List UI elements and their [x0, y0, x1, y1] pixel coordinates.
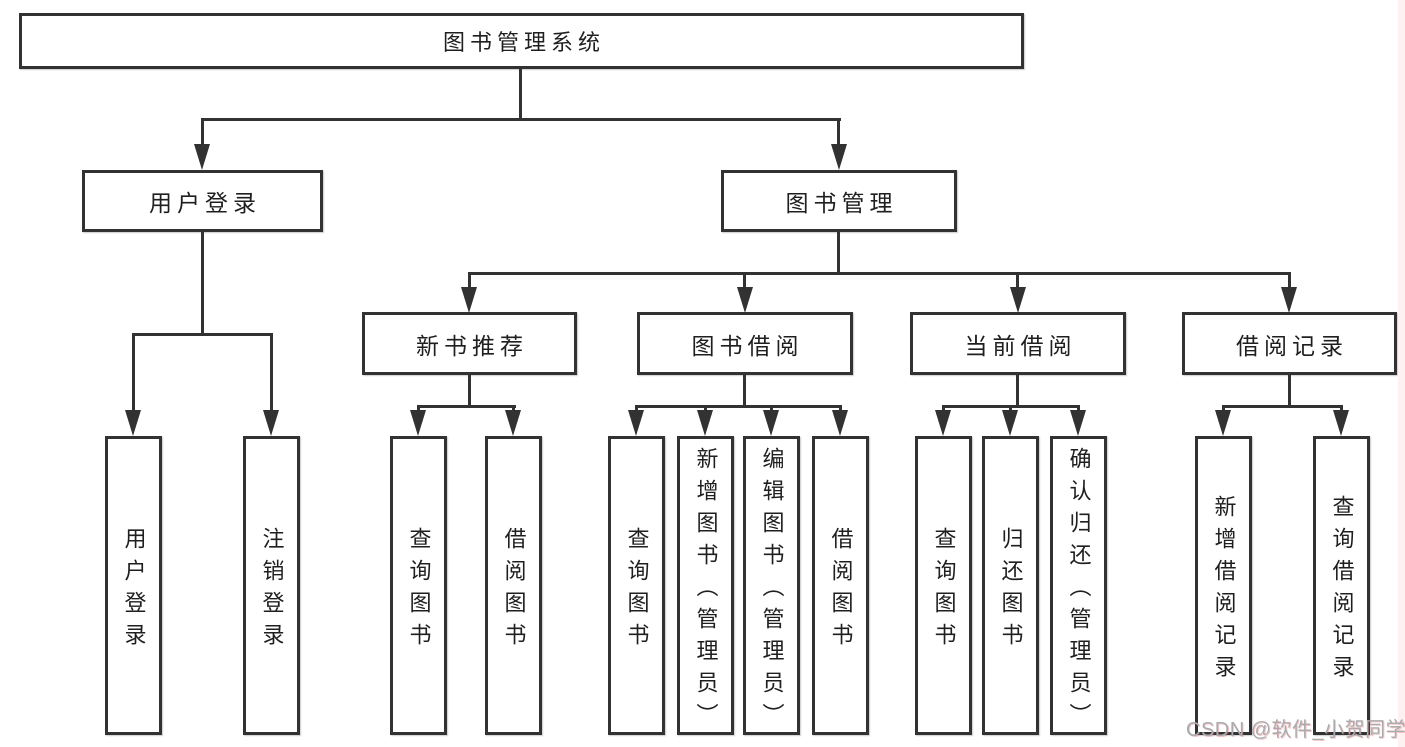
leaf-records-query-record: 查询借阅记录 — [1313, 436, 1370, 735]
arrow-down-icon — [461, 287, 477, 313]
arrow-down-icon — [1070, 410, 1086, 436]
node-label: 编辑图书（管理员） — [759, 446, 785, 735]
arrow-down-icon — [737, 287, 753, 313]
arrow-down-icon — [935, 410, 951, 436]
node-label: 新增图书（管理员） — [693, 446, 719, 735]
node-label: 归还图书 — [998, 526, 1024, 655]
connector-stub — [704, 405, 707, 411]
connector-split — [417, 405, 516, 408]
node-label: 图书管理系统 — [442, 30, 605, 55]
node-label: 图书借阅 — [691, 332, 804, 359]
right-edge-tint — [1398, 0, 1405, 747]
arrow-down-icon — [1281, 287, 1297, 313]
connector-stub — [1222, 405, 1225, 411]
leaf-newbook-query-book: 查询图书 — [390, 436, 447, 735]
node-label: 确认归还（管理员） — [1066, 446, 1092, 735]
node-user-login: 用户登录 — [82, 170, 323, 232]
node-label: 查询借阅记录 — [1329, 494, 1355, 687]
arrow-down-icon — [1333, 410, 1349, 436]
node-book-borrowing: 图书借阅 — [637, 312, 853, 375]
arrow-down-icon — [832, 410, 848, 436]
connector-drop — [468, 375, 471, 405]
connector-user-login-split — [132, 333, 273, 336]
node-borrowing-records: 借阅记录 — [1182, 312, 1397, 375]
connector-drop — [1016, 375, 1019, 405]
node-label: 新增借阅记录 — [1211, 494, 1237, 687]
node-label: 查询图书 — [406, 526, 432, 655]
arrow-down-icon — [125, 410, 141, 436]
arrow-down-icon — [697, 410, 713, 436]
node-label: 图书管理 — [785, 190, 898, 216]
connector-drop — [1288, 375, 1291, 405]
connector-stub — [417, 405, 420, 411]
node-label: 查询图书 — [624, 526, 650, 655]
arrow-down-icon — [831, 144, 847, 170]
connector-stub — [942, 405, 945, 411]
node-label: 新书推荐 — [416, 332, 528, 359]
leaf-current-return-book: 归还图书 — [982, 436, 1039, 735]
connector-split — [635, 405, 842, 408]
arrow-down-icon — [263, 410, 279, 436]
leaf-user-login: 用户登录 — [105, 436, 162, 735]
node-current-borrowing: 当前借阅 — [910, 312, 1126, 375]
node-new-book-recommendation: 新书推荐 — [362, 312, 577, 375]
node-label: 查询图书 — [931, 526, 957, 655]
leaf-current-confirm-return-admin: 确认归还（管理员） — [1050, 436, 1107, 735]
connector-stub — [837, 118, 840, 145]
connector-stub — [743, 272, 746, 288]
connector-user-login-drop — [201, 232, 204, 333]
node-label: 用户登录 — [121, 526, 147, 655]
connector-stub — [1288, 272, 1291, 288]
connector-stub — [635, 405, 638, 411]
arrow-down-icon — [410, 410, 426, 436]
arrow-down-icon — [628, 410, 644, 436]
connector-stub — [201, 118, 204, 145]
connector-drop — [743, 375, 746, 405]
leaf-newbook-borrow-book: 借阅图书 — [485, 436, 542, 735]
arrow-down-icon — [763, 410, 779, 436]
arrow-down-icon — [1010, 287, 1026, 313]
connector-level3-split — [468, 272, 1291, 275]
leaf-borrow-add-book-admin: 新增图书（管理员） — [677, 436, 734, 735]
arrow-down-icon — [1215, 410, 1231, 436]
connector-stub — [1077, 405, 1080, 411]
connector-stub — [1009, 405, 1012, 411]
connector-stub — [468, 272, 471, 288]
leaf-borrow-query-book: 查询图书 — [608, 436, 665, 735]
node-label: 借阅图书 — [828, 526, 854, 655]
connector-stub — [512, 405, 515, 411]
connector-stub — [839, 405, 842, 411]
node-label: 当前借阅 — [964, 332, 1077, 359]
leaf-borrow-edit-book-admin: 编辑图书（管理员） — [743, 436, 800, 735]
node-label: 借阅图书 — [501, 526, 527, 655]
node-label: 借阅记录 — [1236, 332, 1348, 359]
connector-stub — [1340, 405, 1343, 411]
leaf-records-add-record: 新增借阅记录 — [1195, 436, 1252, 735]
leaf-logout: 注销登录 — [243, 436, 300, 735]
arrow-down-icon — [194, 144, 210, 170]
arrow-down-icon — [505, 410, 521, 436]
connector-stub — [270, 333, 273, 410]
leaf-borrow-borrow-book: 借阅图书 — [812, 436, 869, 735]
node-book-management: 图书管理 — [721, 170, 957, 232]
leaf-current-query-book: 查询图书 — [915, 436, 972, 735]
watermark: CSDN @软件_小贺同学 — [1186, 719, 1405, 741]
node-root: 图书管理系统 — [19, 13, 1024, 69]
connector-root-drop — [519, 69, 522, 118]
arrow-down-icon — [1002, 410, 1018, 436]
node-label: 用户登录 — [149, 190, 261, 216]
connector-book-management-drop — [837, 232, 840, 272]
connector-stub — [132, 333, 135, 410]
connector-stub — [770, 405, 773, 411]
connector-stub — [1016, 272, 1019, 288]
node-label: 注销登录 — [259, 526, 285, 655]
connector-split — [1222, 405, 1343, 408]
connector-level2-split — [201, 118, 841, 121]
